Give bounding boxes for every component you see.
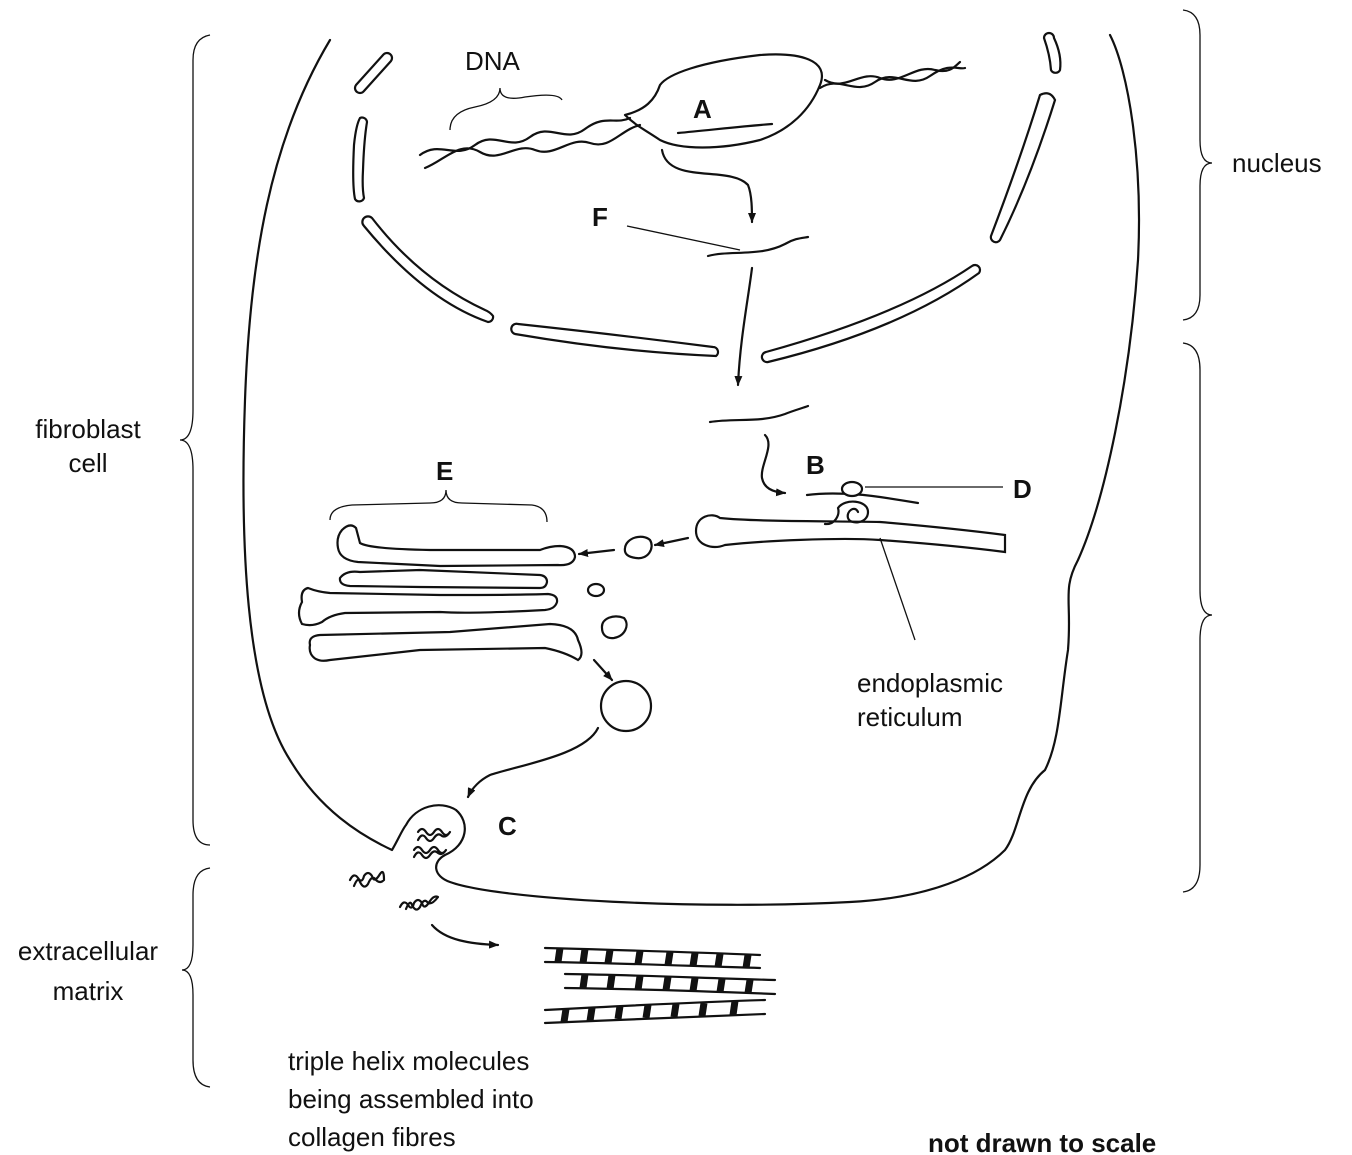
- label-helix-line-2: being assembled into: [288, 1084, 534, 1114]
- mrna-on-er: [807, 494, 918, 503]
- note-not-to-scale: not drawn to scale: [928, 1128, 1156, 1155]
- label-ecm-line-2: matrix: [53, 976, 124, 1006]
- secretory-vesicle: [601, 681, 651, 731]
- label-d: D: [1013, 474, 1032, 504]
- cell-lower-bracket: [1183, 343, 1212, 892]
- collagen-fibres: [545, 948, 775, 1023]
- label-c: C: [498, 811, 517, 841]
- procollagen-coils: [350, 829, 450, 910]
- arrow-er-vesicle: [655, 538, 688, 545]
- arrow-golgi-secretory: [594, 660, 612, 680]
- label-dna: DNA: [465, 46, 521, 76]
- label-er-line-1: endoplasmic: [857, 668, 1003, 698]
- label-fibroblast-line-1: fibroblast: [35, 414, 141, 444]
- arrow-to-f: [662, 150, 752, 222]
- label-nucleus: nucleus: [1232, 148, 1322, 178]
- f-leader-line: [627, 226, 740, 250]
- ribosome-d: [842, 482, 862, 496]
- label-ecm-line-1: extracellular: [18, 936, 159, 966]
- e-bracket: [330, 490, 547, 522]
- extracellular-matrix-bracket: [182, 868, 210, 1087]
- mrna-strand-forming: [678, 124, 772, 133]
- arrow-to-membrane: [468, 728, 598, 797]
- fibroblast-bracket: [180, 35, 210, 845]
- label-b: B: [806, 450, 825, 480]
- label-helix-line-1: triple helix molecules: [288, 1046, 529, 1076]
- transport-vesicle-1: [625, 537, 652, 558]
- er-leader-line: [880, 538, 915, 640]
- rna-polymerase-a: [625, 54, 822, 147]
- label-helix-line-3: collagen fibres: [288, 1122, 456, 1152]
- label-a: A: [693, 94, 712, 124]
- label-f: F: [592, 202, 608, 232]
- dna-bracket: [450, 88, 562, 130]
- label-er-line-2: reticulum: [857, 702, 962, 732]
- arrow-to-ribosome: [762, 435, 785, 493]
- cell-membrane: [243, 35, 1139, 905]
- mrna-cytoplasm: [710, 406, 808, 422]
- arrow-to-cytoplasm: [738, 268, 752, 385]
- nucleus-bracket: [1183, 10, 1212, 320]
- golgi-body-e: [299, 525, 627, 660]
- nuclear-envelope: [353, 33, 1060, 362]
- arrow-vesicle-golgi: [579, 550, 614, 554]
- label-fibroblast-line-2: cell: [68, 448, 107, 478]
- label-e: E: [436, 456, 453, 486]
- arrow-to-fibres: [432, 925, 498, 945]
